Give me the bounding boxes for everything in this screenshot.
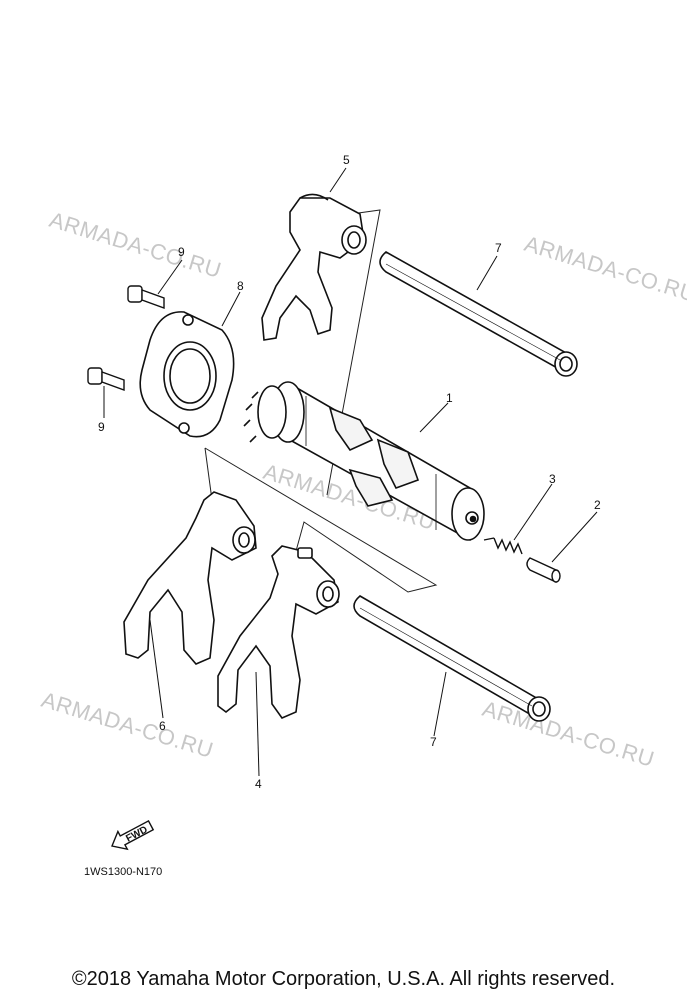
- bolt-upper: [127, 285, 165, 309]
- left-bracket-line: [204, 447, 213, 501]
- shift-fork-4: [217, 545, 340, 719]
- watermark-4: ARMADA-CO.RU: [39, 687, 217, 763]
- callout-9-lower: 9: [98, 420, 105, 434]
- callout-9-upper: 9: [178, 245, 185, 259]
- pin: [526, 557, 561, 583]
- spring: [483, 537, 523, 555]
- watermark-1: ARMADA-CO.RU: [47, 207, 225, 283]
- callout-8: 8: [237, 279, 244, 293]
- shift-drum: [243, 381, 485, 542]
- watermark-2: ARMADA-CO.RU: [522, 231, 687, 307]
- callout-1: 1: [446, 391, 453, 405]
- shift-fork-5: [261, 193, 367, 341]
- callout-6: 6: [159, 719, 166, 733]
- watermark-5: ARMADA-CO.RU: [480, 696, 658, 772]
- callout-3: 3: [549, 472, 556, 486]
- stopper-plate: [139, 311, 235, 438]
- callout-5: 5: [343, 153, 350, 167]
- leader-lines: [103, 167, 598, 777]
- callout-7-upper: 7: [495, 241, 502, 255]
- callouts: 5 7 9 8 1 9 3 2 6 7 4: [98, 153, 601, 791]
- shaft-upper: [379, 251, 578, 377]
- callout-7-lower: 7: [430, 735, 437, 749]
- fwd-arrow-icon: FWD: [111, 819, 155, 851]
- copyright-notice: ©2018 Yamaha Motor Corporation, U.S.A. A…: [71, 968, 616, 990]
- bolt-lower: [87, 367, 125, 391]
- diagram-part-code: 1WS1300-N170: [84, 866, 163, 878]
- shaft-lower: [353, 595, 551, 722]
- callout-2: 2: [594, 498, 601, 512]
- lower-fork-bracket: [204, 447, 438, 593]
- shift-fork-6: [123, 491, 257, 665]
- callout-4: 4: [255, 777, 262, 791]
- fwd-label: FWD: [124, 824, 149, 844]
